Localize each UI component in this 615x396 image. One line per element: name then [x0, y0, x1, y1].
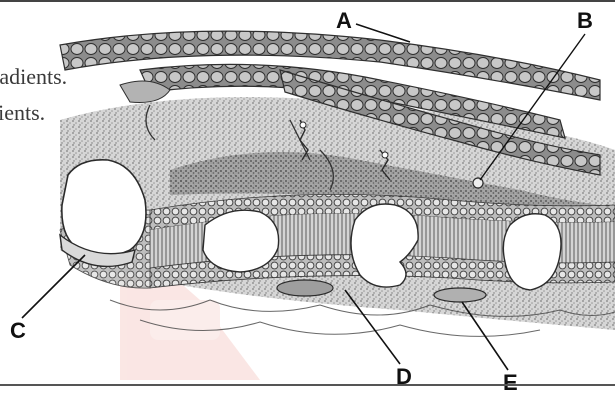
point-b-bead: [473, 178, 483, 188]
label-c: C: [10, 320, 26, 342]
label-e: E: [503, 372, 518, 394]
protein-e-bottom: [434, 288, 486, 302]
glyco-bead-2: [382, 152, 388, 158]
protein-d-bottom: [277, 280, 333, 296]
bottom-rule: [0, 384, 615, 386]
leader-line-c: [22, 255, 85, 318]
protein-2: [203, 210, 279, 272]
label-b: B: [577, 10, 593, 32]
glyco-bead-1: [300, 122, 306, 128]
label-a: A: [336, 10, 352, 32]
